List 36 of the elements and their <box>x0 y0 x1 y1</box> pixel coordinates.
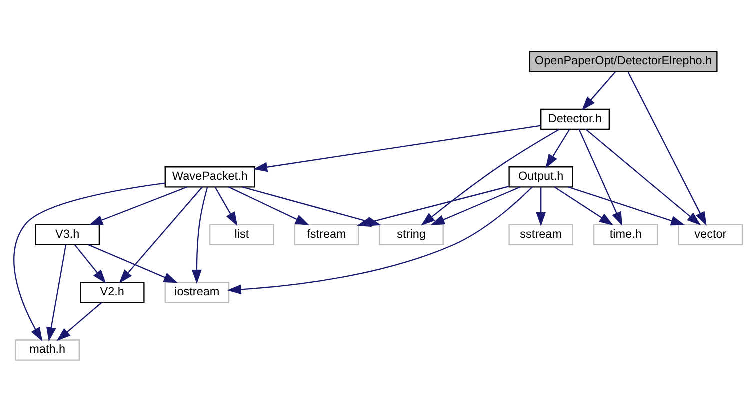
arrow <box>628 71 707 226</box>
arrow <box>88 186 188 225</box>
arrow <box>430 186 521 226</box>
arrow <box>88 244 178 283</box>
node-box: vector <box>678 224 744 245</box>
arrow <box>536 186 546 226</box>
node-box: Output.h <box>508 166 574 188</box>
node-box: time.h <box>594 224 658 245</box>
node-box: fstream <box>294 224 360 245</box>
arrow <box>14 182 166 342</box>
node-box: sstream <box>508 224 574 245</box>
arrow <box>578 128 623 226</box>
arrow <box>568 186 686 226</box>
arrow <box>46 244 67 342</box>
arrow <box>56 302 102 341</box>
arrow <box>227 186 533 294</box>
arrow <box>228 186 310 226</box>
arrow <box>192 186 208 284</box>
arrow <box>253 124 541 172</box>
arrow <box>74 244 106 284</box>
node-box: Detector.h <box>540 108 610 130</box>
node-box: V3.h <box>35 224 100 245</box>
arrow <box>421 128 560 226</box>
arrow <box>582 71 616 110</box>
node-box: list <box>210 224 274 245</box>
arrow <box>214 186 238 226</box>
node-box: iostream <box>164 281 230 303</box>
arrow <box>546 128 570 168</box>
node-box: math.h <box>15 339 80 360</box>
node-box: WavePacket.h <box>164 166 256 188</box>
node-box: OpenPaperOpt/DetectorElrepho.h <box>529 50 718 72</box>
node-box: V2.h <box>80 281 145 303</box>
arrow <box>586 128 702 226</box>
arrow <box>554 186 614 226</box>
arrow <box>119 186 203 284</box>
node-box: string <box>379 224 444 245</box>
